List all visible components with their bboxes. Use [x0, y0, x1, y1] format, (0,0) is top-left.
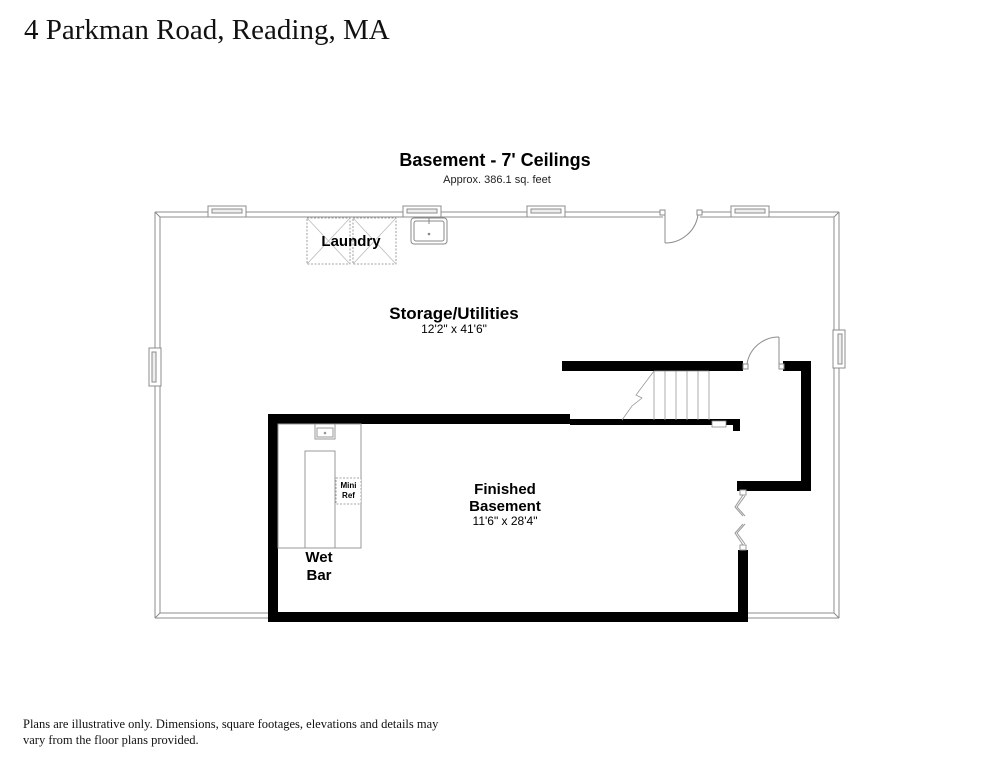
- floor-plan-title-text: Basement - 7' Ceilings: [399, 150, 591, 170]
- room-label-finished-2: Basement: [469, 498, 541, 515]
- bar-sink-icon: [314, 423, 336, 440]
- dryer-icon: [352, 217, 397, 265]
- room-label-wetbar-1: Wet: [305, 549, 333, 566]
- door-icon: [742, 336, 785, 370]
- window-icon: [526, 205, 566, 218]
- bifold-door-icon: [734, 489, 747, 551]
- window-icon: [402, 205, 442, 218]
- washer-icon: [306, 217, 351, 265]
- door-icon: [659, 209, 703, 244]
- mini-fridge-icon: [335, 477, 362, 505]
- room-label-storage: Storage/Utilities: [389, 304, 519, 323]
- floor-plan-title: Basement - 7' Ceilings: [0, 150, 994, 171]
- room-storage-utilities: Storage/Utilities 12'2" x 41'6": [344, 304, 564, 336]
- utility-sink-icon: [410, 217, 448, 245]
- property-address: 4 Parkman Road, Reading, MA: [24, 14, 390, 46]
- staircase: [621, 370, 710, 421]
- interior-wall: [268, 361, 811, 622]
- mini-ref-label: Mini Ref: [336, 481, 361, 501]
- window-icon: [832, 329, 846, 369]
- room-label-finished-1: Finished: [474, 481, 536, 498]
- mini-ref-label-2: Ref: [342, 491, 355, 500]
- window-icon: [730, 205, 770, 218]
- room-dimensions-storage: 12'2" x 41'6": [421, 322, 487, 336]
- window-icon: [711, 420, 727, 428]
- room-label-laundry: Laundry: [321, 233, 381, 250]
- window-icon: [207, 205, 247, 218]
- disclaimer-text: Plans are illustrative only. Dimensions,…: [23, 717, 439, 747]
- window-icon: [148, 347, 162, 387]
- floor-plan-area: Approx. 386.1 sq. feet: [443, 174, 551, 186]
- room-label-wetbar-2: Bar: [306, 567, 332, 584]
- room-finished-basement: Finished Basement 11'6" x 28'4": [440, 481, 570, 527]
- room-dimensions-finished: 11'6" x 28'4": [472, 514, 538, 528]
- mini-ref-label-1: Mini: [340, 481, 357, 490]
- room-wet-bar: Wet Bar: [289, 549, 349, 585]
